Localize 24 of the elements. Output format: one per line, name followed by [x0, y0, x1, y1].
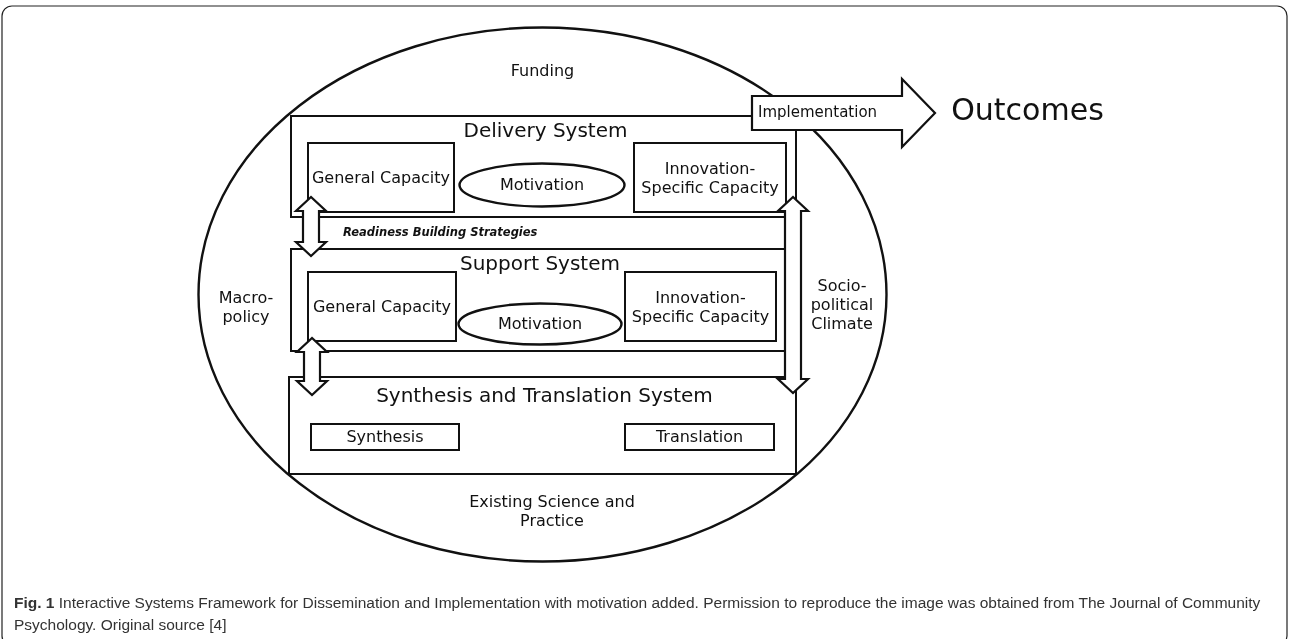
system-box [288, 376, 797, 475]
figure-caption: Fig. 1 Interactive Systems Framework for Dissemination and Implementation with motivation added. Permission to reproduce the image was obtained from The Journal of Community Psychology. Original source [4] [14, 593, 1262, 636]
motivation-label: Motivation [496, 314, 584, 334]
context-label: Socio-political Climate [809, 276, 875, 334]
system-heading: Synthesis and Translation System [375, 383, 714, 407]
process-box: Synthesis [310, 423, 460, 451]
outcome-label: Outcomes [950, 92, 1105, 128]
context-label: Macro-policy [217, 288, 275, 327]
block-arrow [294, 336, 330, 397]
capacity-box: General Capacity [307, 271, 457, 342]
context-label: Funding [509, 61, 576, 81]
block-arrow [775, 195, 811, 395]
band-label: Readiness Building Strategies [343, 226, 538, 240]
system-heading: Support System [459, 251, 621, 275]
system-heading: Delivery System [462, 118, 629, 142]
block-arrow [293, 195, 329, 258]
capacity-box: General Capacity [307, 142, 455, 213]
edge-label: Implementation [758, 103, 878, 121]
motivation-label: Motivation [498, 175, 586, 195]
context-label: Existing Science and Practice [468, 492, 636, 531]
capacity-box: Innovation-Specific Capacity [624, 271, 777, 342]
process-box: Translation [624, 423, 775, 451]
capacity-box: Innovation-Specific Capacity [633, 142, 787, 213]
system-box [290, 248, 786, 352]
